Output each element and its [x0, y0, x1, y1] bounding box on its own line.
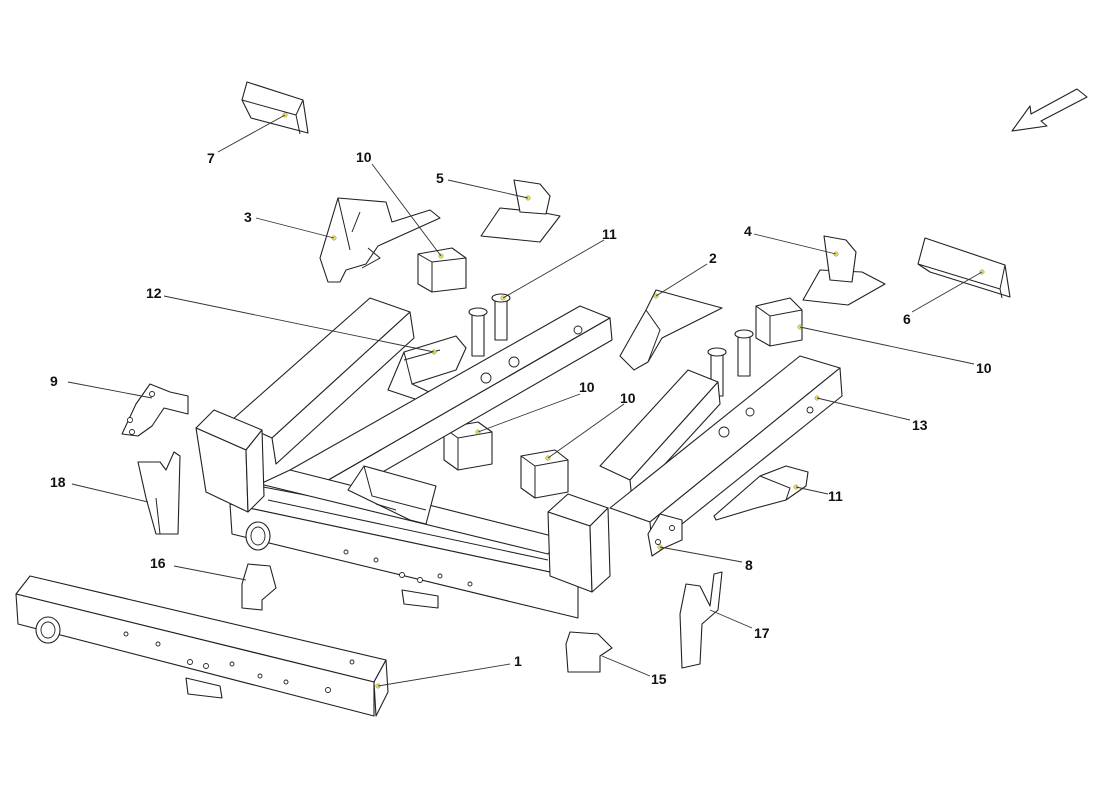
part-15-plate [565, 631, 613, 673]
callout-16: 16 [150, 555, 166, 571]
callout-4: 4 [744, 223, 752, 239]
callout-17: 17 [754, 625, 770, 641]
callout-10c: 10 [579, 379, 595, 395]
callout-3: 3 [244, 209, 252, 225]
part-11-gusset [713, 465, 809, 521]
callout-18: 18 [50, 474, 66, 490]
part-14-pins [468, 293, 754, 397]
callout-2: 2 [709, 250, 717, 266]
part-3-bracket [319, 197, 441, 283]
part-17-fork-bracket [679, 571, 723, 669]
callout-5: 5 [436, 170, 444, 186]
callout-9: 9 [50, 373, 58, 389]
callout-10d: 10 [620, 390, 636, 406]
callout-6: 6 [903, 311, 911, 327]
part-4-bracket [802, 235, 886, 306]
part-6-channel [917, 237, 1011, 299]
part-7-bracket [241, 81, 309, 135]
callout-1: 1 [514, 653, 522, 669]
part-10-spacer-c [443, 421, 493, 471]
callouts: 7 10 5 3 11 4 2 12 6 10 9 10 10 13 18 11… [50, 149, 992, 687]
callout-7: 7 [207, 150, 215, 166]
part-10-spacer-b [755, 297, 803, 347]
part-1-front-beam [15, 575, 389, 717]
part-5-bracket [480, 179, 561, 243]
callout-10b: 10 [976, 360, 992, 376]
part-9-bracket [121, 383, 189, 437]
callout-13: 13 [912, 417, 928, 433]
part-10-spacer-a [417, 247, 467, 293]
part-13-main-frame [195, 297, 843, 619]
callout-12: 12 [146, 285, 162, 301]
part-2-gusset [619, 289, 723, 371]
part-10-spacer-d [520, 449, 569, 499]
part-16-bracket [241, 563, 277, 611]
callout-11: 11 [828, 488, 843, 504]
leader-lines [67, 114, 983, 687]
direction-arrow-icon [1011, 88, 1088, 132]
callout-14: 11 [602, 226, 617, 242]
callout-10a: 10 [356, 149, 372, 165]
callout-8: 8 [745, 557, 753, 573]
callout-15: 15 [651, 671, 667, 687]
part-18-fork-bracket [137, 451, 181, 535]
part-8-bracket [647, 513, 683, 557]
